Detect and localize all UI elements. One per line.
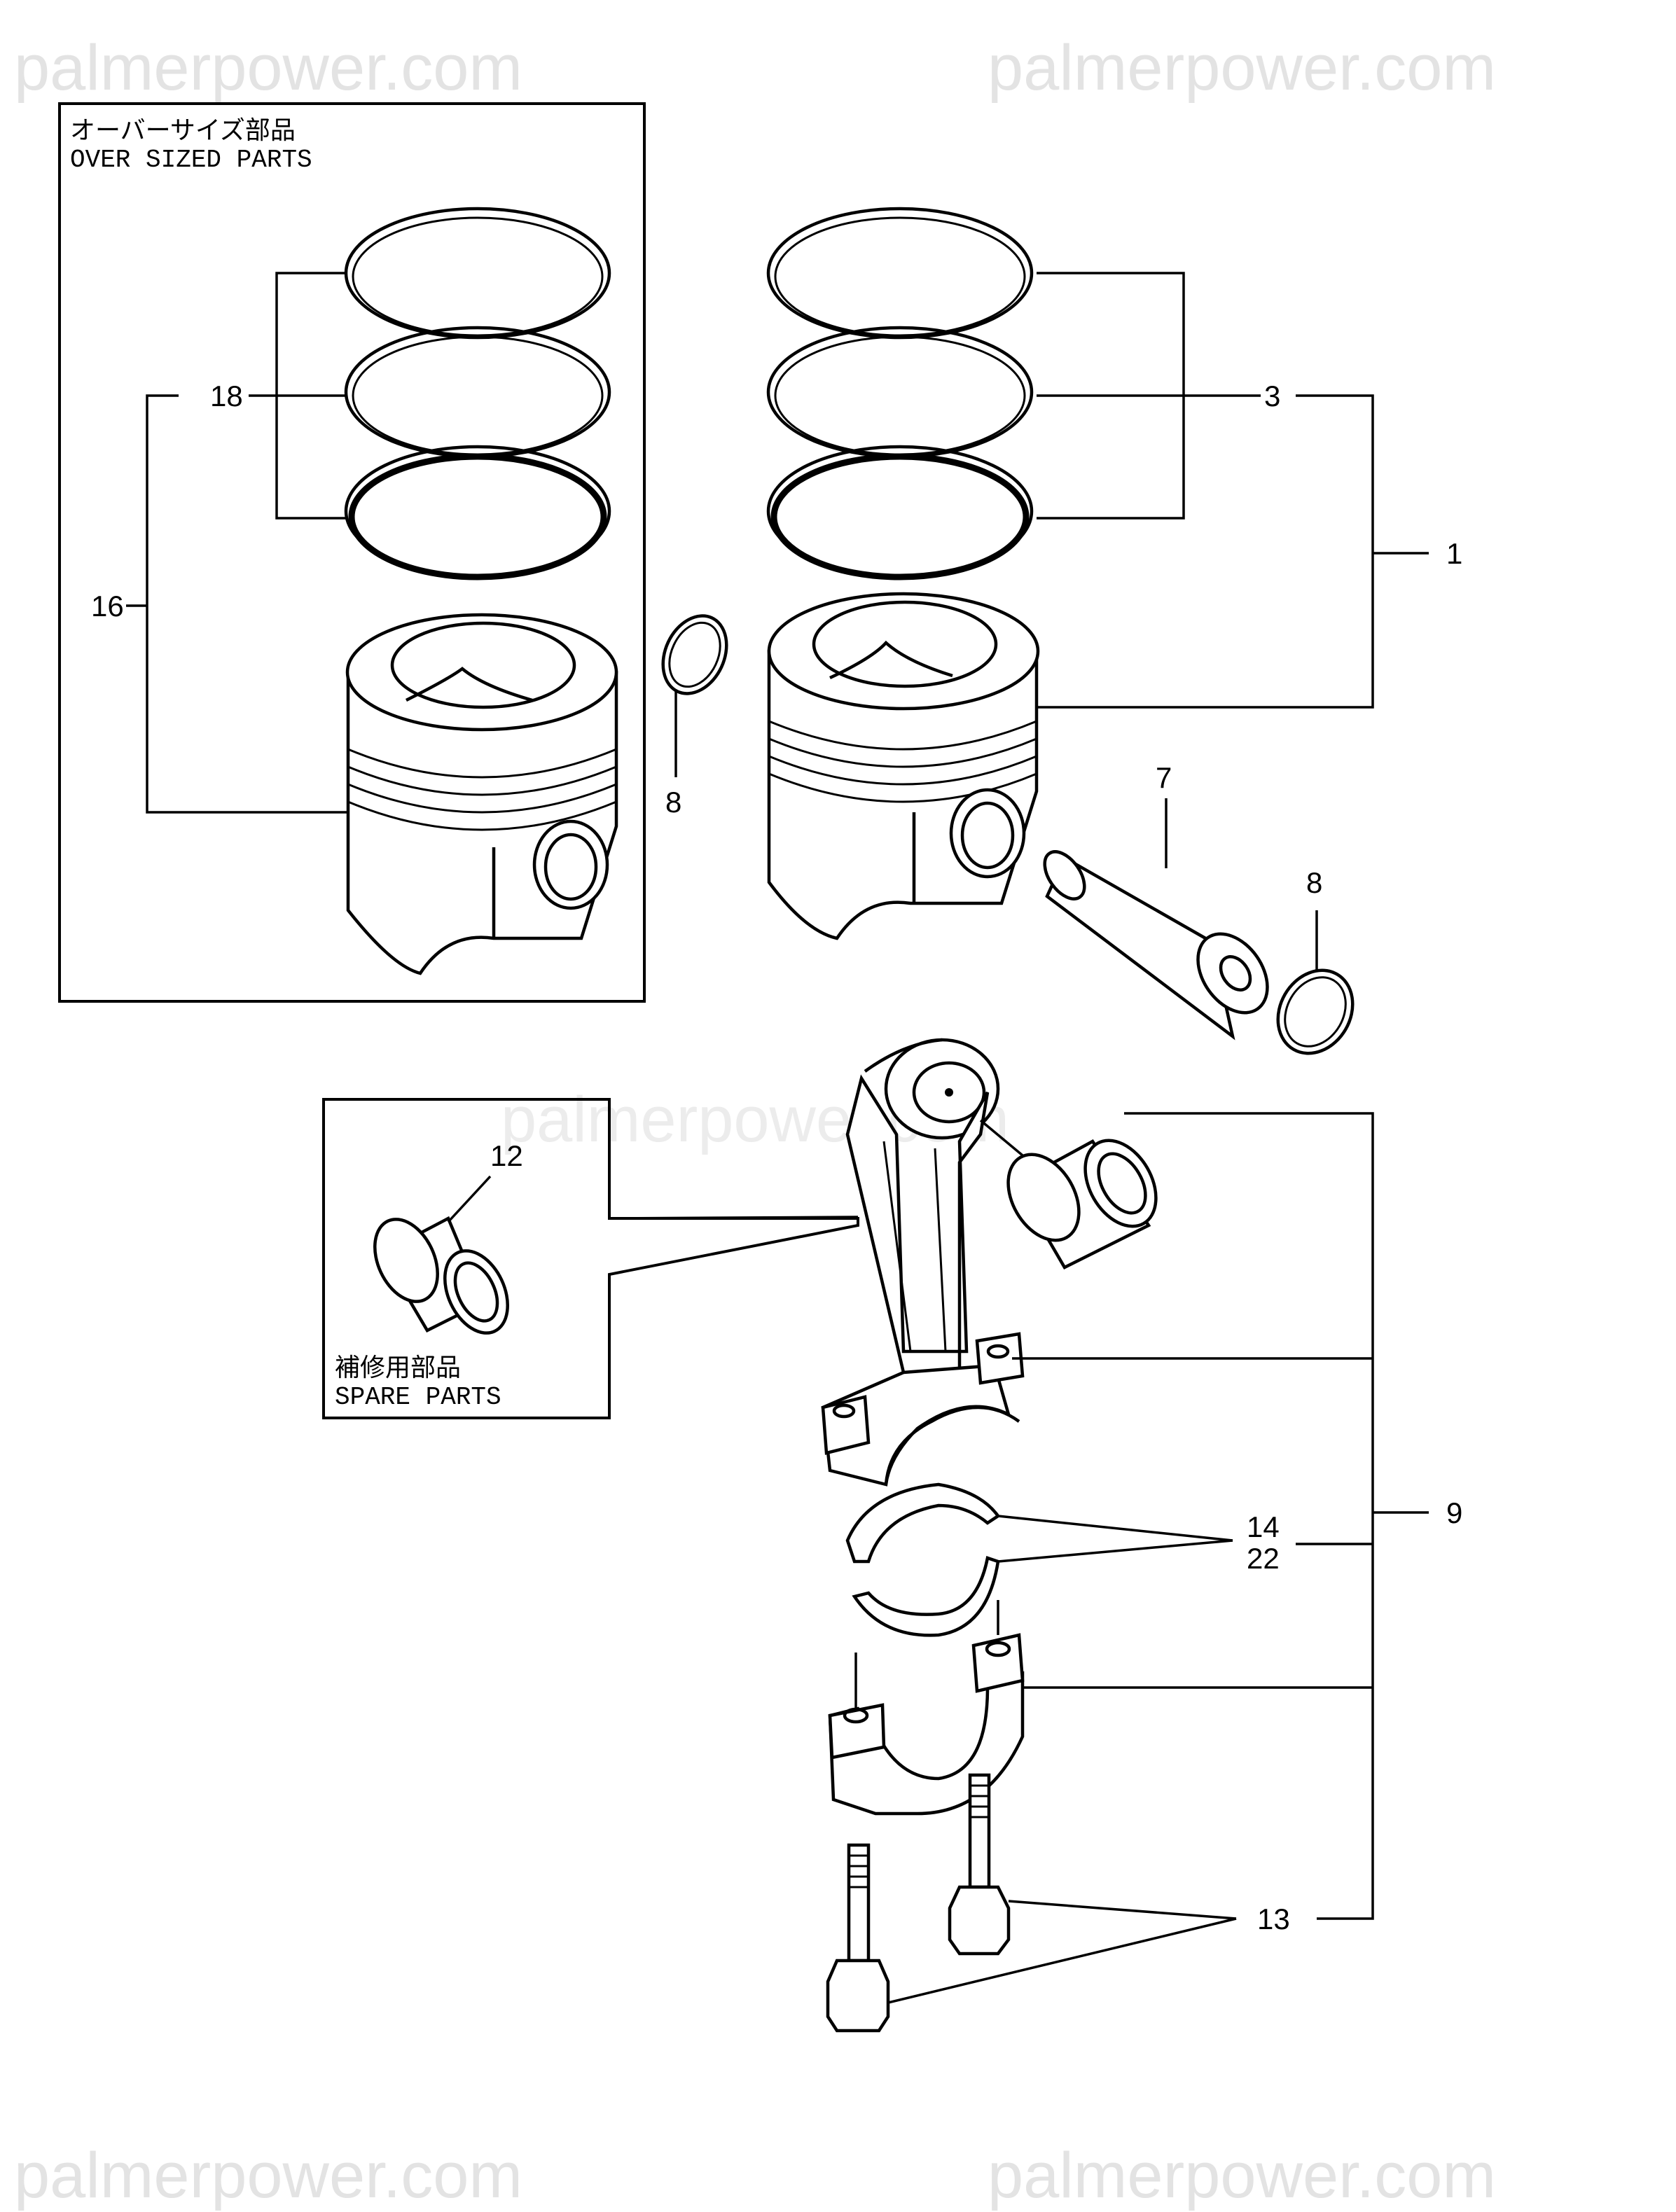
- watermarks: palmerpower.com palmerpower.com palmerpo…: [14, 32, 1496, 2211]
- callout-8-right: 8: [1306, 866, 1322, 899]
- circlip-right: 8: [1276, 866, 1355, 1055]
- oversized-parts-group: オーバーサイズ部品 OVER SIZED PARTS: [58, 102, 646, 1003]
- rod-callouts: 9 14 22 13: [887, 1112, 1462, 2004]
- watermark-bottom-left: palmerpower.com: [14, 2140, 522, 2211]
- oversized-ring-second: [344, 326, 611, 459]
- callout-7: 7: [1156, 761, 1172, 794]
- piston-pin: 7: [1043, 761, 1269, 1041]
- oversized-title-en: OVER SIZED PARTS: [70, 146, 312, 174]
- ring-top: [766, 207, 1034, 340]
- callout-14: 14: [1247, 1510, 1280, 1543]
- bearing-shells: [845, 1482, 1001, 1637]
- watermark-top-left: palmerpower.com: [14, 32, 522, 104]
- standard-callouts: 3 1: [1037, 272, 1462, 709]
- oversized-parts-frame: [58, 102, 646, 1003]
- oversized-title-jp: オーバーサイズ部品: [70, 116, 296, 146]
- standard-piston: [767, 592, 1040, 940]
- spare-title-en: SPARE PARTS: [335, 1383, 501, 1412]
- oversized-ring-top: [344, 207, 611, 340]
- ring-second: [766, 326, 1034, 459]
- callout-12: 12: [490, 1139, 523, 1172]
- callout-3: 3: [1264, 380, 1280, 412]
- standard-piston-rings: [766, 207, 1034, 580]
- circlip-left: 8: [661, 614, 728, 819]
- callout-16: 16: [91, 590, 124, 622]
- connecting-rod: [821, 1038, 1158, 1487]
- spare-title-jp: 補修用部品: [335, 1354, 461, 1384]
- callout-8-left: 8: [665, 786, 681, 819]
- oversized-callouts: 18 16: [91, 272, 348, 814]
- callout-18: 18: [210, 380, 243, 412]
- callout-22: 22: [1247, 1542, 1280, 1575]
- spare-parts-group: 補修用部品 SPARE PARTS 12: [322, 1098, 859, 1419]
- oversized-piston: [345, 613, 618, 975]
- callout-9: 9: [1446, 1496, 1462, 1529]
- callout-1: 1: [1446, 537, 1462, 570]
- spare-parts-frame: [322, 1098, 859, 1419]
- watermark-top-right: palmerpower.com: [988, 32, 1496, 104]
- oversized-piston-rings: [344, 207, 611, 580]
- callout-13: 13: [1257, 1903, 1290, 1935]
- rod-bolts: [826, 1773, 1011, 2033]
- watermark-bottom-right: palmerpower.com: [988, 2140, 1496, 2211]
